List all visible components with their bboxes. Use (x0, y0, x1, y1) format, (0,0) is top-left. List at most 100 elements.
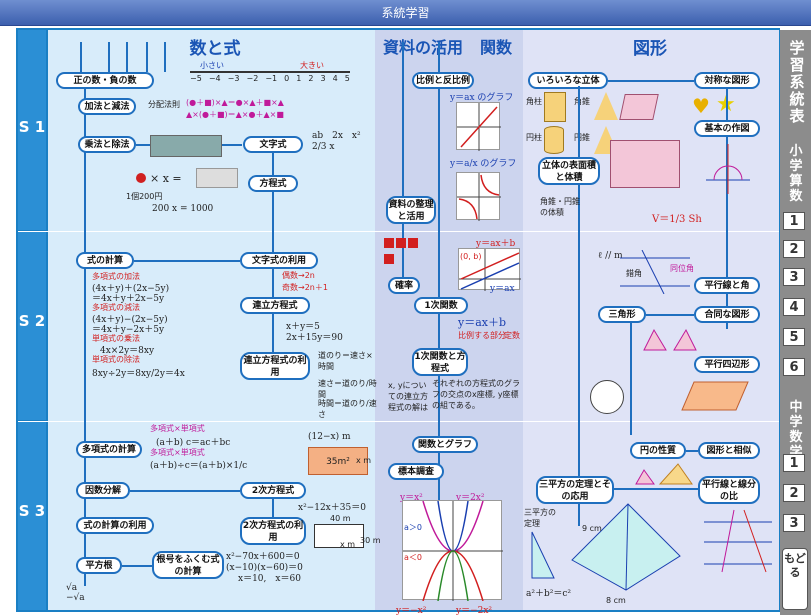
node-simultaneous[interactable]: 連立方程式 (240, 297, 310, 314)
elem-grade-5[interactable]: 5 (783, 328, 805, 346)
node-linear-equation[interactable]: 1次関数と方程式 (412, 348, 468, 376)
node-probability[interactable]: 確率 (388, 277, 420, 294)
poly-mono-title-2: 多項式×単項式 (150, 448, 205, 457)
node-linear[interactable]: 1次関数 (414, 297, 468, 314)
node-surface-volume[interactable]: 立体の表面積と体積 (538, 157, 600, 185)
poly-add-1: (4x＋y)＋(2x−5y) (92, 284, 170, 294)
node-solids[interactable]: いろいろな立体 (528, 72, 608, 89)
node-quadratic[interactable]: 2次方程式 (240, 482, 306, 499)
node-parallel-angle[interactable]: 平行線と角 (694, 277, 760, 294)
node-pythagorean[interactable]: 三平方の定理とその応用 (536, 476, 614, 504)
dice-icon (384, 254, 394, 264)
inscribed-circle (590, 380, 624, 414)
node-positive-negative[interactable]: 正の数・負の数 (56, 72, 154, 89)
node-data-organize[interactable]: 資料の整理と活用 (386, 196, 436, 224)
jhs-grade-2[interactable]: 2 (783, 484, 805, 502)
parallelogram-svg (681, 381, 749, 411)
elem-grade-3[interactable]: 3 (783, 268, 805, 286)
parabola-graph (402, 500, 503, 602)
pythag-equation: a²＋b²＝c² (526, 589, 571, 599)
poly-sub-2: ＝4x＋y−2x＋5y (92, 325, 165, 335)
node-circle-property[interactable]: 円の性質 (630, 442, 686, 459)
side-title: 学習系統表 (789, 39, 805, 125)
node-expr-calc[interactable]: 式の計算 (76, 252, 134, 269)
jhs-grade-3[interactable]: 3 (783, 514, 805, 532)
flow-line (108, 42, 110, 72)
speed-formula-3: 時間＝道のり/速さ (318, 399, 377, 419)
number-line-small: 小さい (200, 61, 224, 70)
node-add-sub[interactable]: 加法と減法 (78, 98, 136, 115)
node-sqrt[interactable]: 平方根 (76, 557, 122, 574)
elem-grade-6[interactable]: 6 (783, 358, 805, 376)
node-survey[interactable]: 標本調査 (388, 463, 444, 480)
node-expr-use[interactable]: 式の計算の利用 (76, 517, 154, 534)
linear-note-1: x, yについての連立方程式の解は (388, 381, 428, 412)
flow-line (630, 323, 632, 435)
node-poly-calc[interactable]: 多項式の計算 (76, 441, 142, 458)
node-similar[interactable]: 図形と相似 (698, 442, 760, 459)
elem-grade-2[interactable]: 2 (783, 240, 805, 258)
parabola-label-3: y＝−x² (396, 606, 427, 615)
jhs-grade-1[interactable]: 1 (783, 454, 805, 472)
section-algebra: 数と式 (189, 39, 241, 59)
elem-grade-1[interactable]: 1 (783, 212, 805, 230)
node-proportion[interactable]: 比例と反比例 (412, 72, 474, 89)
node-function-graph[interactable]: 関数とグラフ (412, 436, 478, 453)
node-congruent[interactable]: 合同な図形 (694, 306, 760, 323)
flow-line (272, 499, 274, 517)
linear-graph-label-1: y＝ax＋b (476, 239, 516, 249)
node-triangle[interactable]: 三角形 (598, 306, 646, 323)
node-parallelogram[interactable]: 平行四辺形 (694, 356, 760, 373)
node-radical-calc[interactable]: 根号をふくむ式の計算 (152, 551, 224, 579)
poly-mono-2: (a＋b)÷c＝(a＋b)×1/c (150, 461, 248, 471)
speed-formula-1: 道のり＝速さ×時間 (318, 351, 373, 371)
node-quadratic-use[interactable]: 2次方程式の利用 (240, 517, 306, 545)
pyramid-base: 8 cm (606, 596, 626, 605)
algebra-band (48, 30, 375, 610)
poly-mono-title-1: 多項式×単項式 (150, 424, 205, 433)
flow-line (134, 260, 240, 262)
node-simultaneous-use[interactable]: 連立方程式の利用 (240, 352, 310, 380)
number-line (190, 71, 350, 73)
cylinder-label: 円柱 (526, 133, 542, 142)
node-mul-div[interactable]: 乗法と除法 (78, 136, 136, 153)
price-label: 1個200円 (126, 192, 163, 201)
node-letter-use[interactable]: 文字式の利用 (240, 252, 318, 269)
row-label-s1: S 1 (18, 30, 46, 230)
apple-equation: × x = (150, 172, 182, 185)
distributive-rule-1: (●＋■)×▲＝●×▲＋■×▲ (186, 98, 284, 107)
price-equation: 200 x = 1000 (152, 204, 214, 214)
node-letter-expr[interactable]: 文字式 (243, 136, 303, 153)
prop-graph-title: y＝ax のグラフ (450, 93, 514, 103)
node-factor[interactable]: 因数分解 (76, 482, 130, 499)
linear-graph-svg (459, 249, 521, 291)
node-symmetry[interactable]: 対称な図形 (694, 72, 760, 89)
flow-line (164, 42, 166, 72)
poly-add-2: ＝4x＋y＋2x−5y (92, 294, 165, 304)
cylinder-shape (544, 126, 564, 154)
flow-line (686, 450, 698, 452)
similar-triangles (634, 462, 694, 486)
back-button[interactable]: もどる (782, 548, 808, 610)
flow-line (126, 42, 128, 72)
node-parallel-ratio[interactable]: 平行線と線分の比 (698, 476, 760, 504)
row-divider (18, 231, 779, 232)
field-diagram (314, 524, 364, 548)
parallel-angle-diagram (620, 249, 690, 295)
star-icon: ★ (716, 94, 738, 116)
symmetric-parallelogram (619, 94, 659, 120)
node-equation[interactable]: 方程式 (248, 175, 298, 192)
inverse-graph-svg (457, 173, 501, 221)
area-side: x m (356, 456, 372, 465)
section-data: 資料の活用 (382, 38, 463, 57)
mono-div-1: 8xy÷2y＝8xy/2y＝4x (92, 369, 185, 379)
distributive-rule-2: ▲×(●＋■)＝▲×●＋▲×■ (186, 110, 284, 119)
node-basic-construction[interactable]: 基本の作図 (694, 120, 760, 137)
tick-label: 4 (332, 74, 338, 83)
pyramid-edge: 9 cm (582, 524, 602, 533)
congruent-svg (643, 328, 697, 351)
poly-sub-1: (4x＋y)−(2x−5y) (92, 315, 168, 325)
pyramid-label: 角錐 (574, 97, 590, 106)
elem-grade-4[interactable]: 4 (783, 298, 805, 316)
flow-line (80, 42, 82, 72)
